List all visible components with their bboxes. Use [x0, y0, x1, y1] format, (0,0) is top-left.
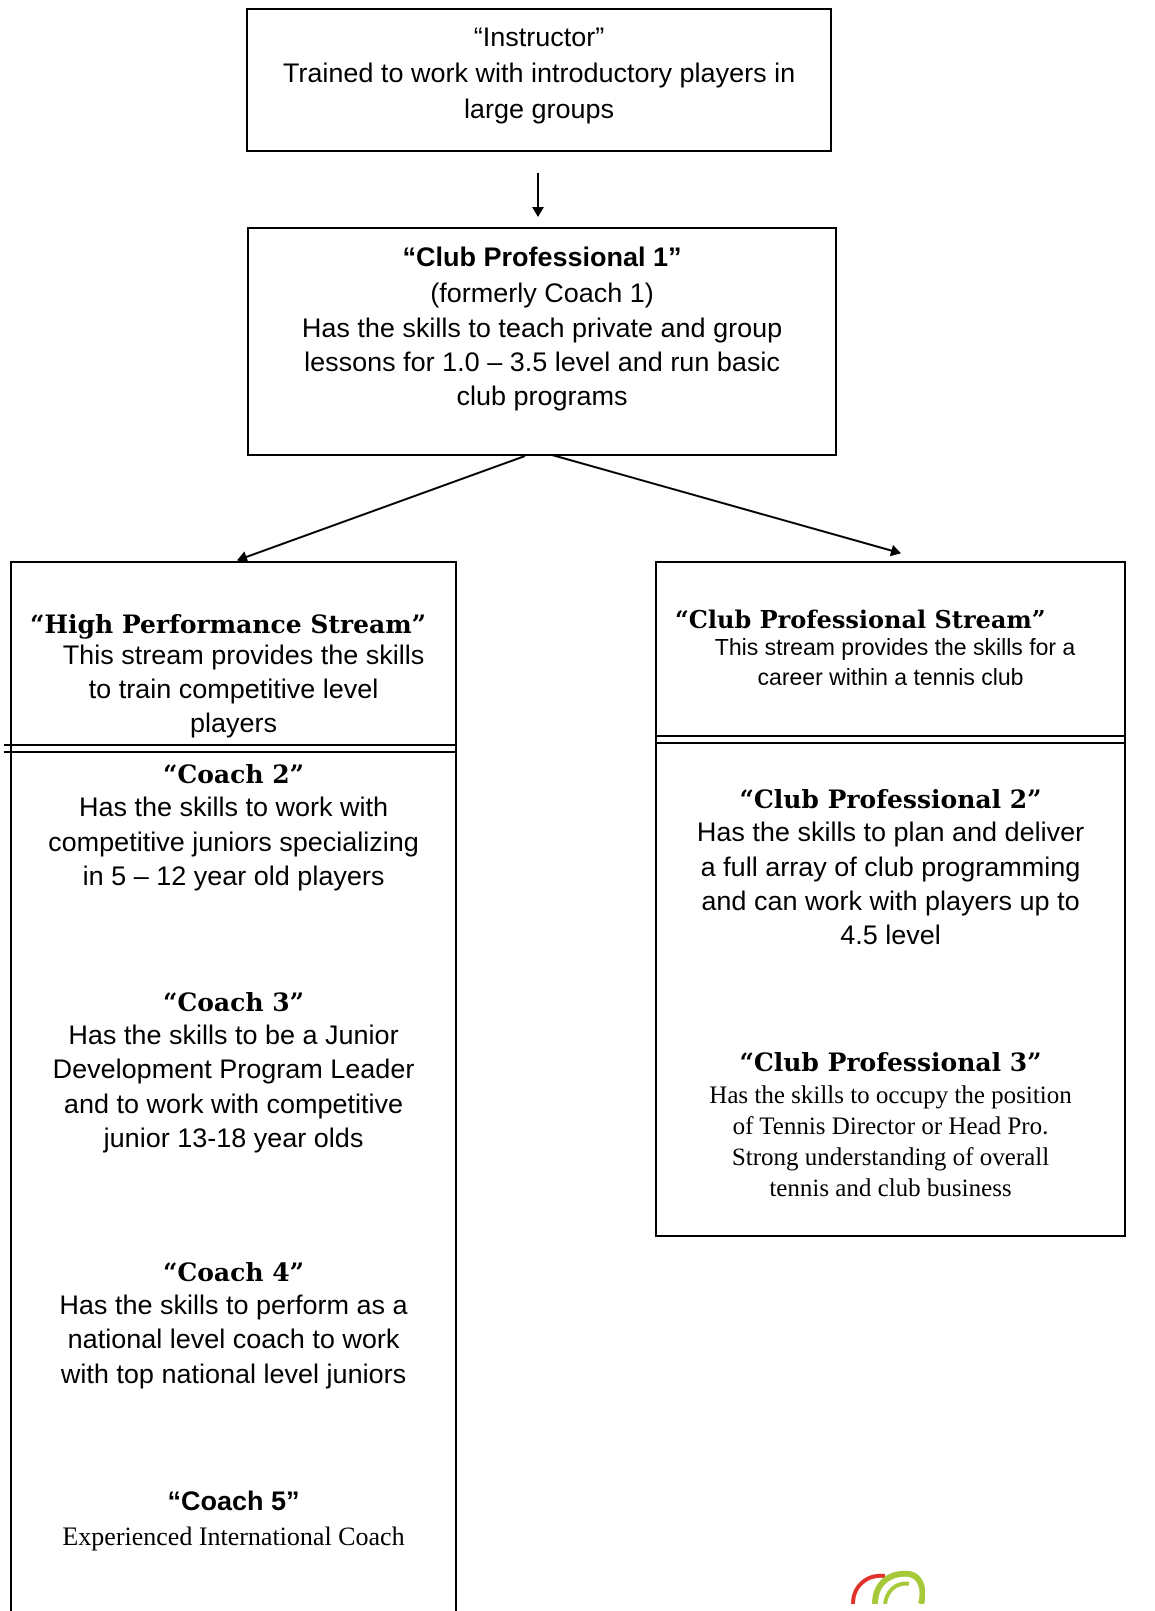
arrow-cp1-to-high-performance: [237, 455, 526, 563]
club-professional-1-subtitle: (formerly Coach 1): [430, 278, 654, 308]
club-professional-1-desc-line-1: Has the skills to teach private and grou…: [301, 313, 783, 343]
high-performance-desc-line-1: This stream provides the skills: [62, 640, 425, 670]
partial-logo-icon: [851, 1570, 925, 1604]
coach-3-desc-line-2: Development Program Leader: [52, 1054, 415, 1084]
club-professional-2-desc-line-2: a full array of club programming: [700, 852, 1081, 882]
coach-2-desc-line-2: competitive juniors specializing: [48, 827, 419, 857]
high-performance-title: “High Performance Stream”: [30, 610, 427, 639]
club-professional-3-desc-line-4: tennis and club business: [769, 1175, 1012, 1202]
club-professional-stream-box: [655, 561, 1126, 1237]
club-professional-3-desc-line-1: Has the skills to occupy the position: [709, 1082, 1072, 1109]
instructor-desc-line-1: Trained to work with introductory player…: [282, 58, 796, 88]
coach-3-desc-line-1: Has the skills to be a Junior: [68, 1020, 399, 1050]
coach-5-desc-line-1: Experienced International Coach: [62, 1522, 405, 1551]
club-professional-2-desc-line-1: Has the skills to plan and deliver: [696, 817, 1085, 847]
club-professional-stream-desc-line-1: This stream provides the skills for a: [714, 634, 1076, 660]
club-professional-stream-divider: [655, 735, 1126, 744]
coach-4-title: “Coach 4”: [162, 1258, 305, 1287]
club-professional-1-desc-line-3: club programs: [456, 381, 628, 411]
coach-2-desc-line-3: in 5 – 12 year old players: [82, 861, 385, 891]
club-professional-3-title: “Club Professional 3”: [739, 1048, 1042, 1077]
coach-2-title: “Coach 2”: [162, 760, 305, 789]
club-professional-stream-desc-line-2: career within a tennis club: [757, 664, 1024, 690]
high-performance-stream-box: [10, 561, 457, 1611]
club-professional-1-box: [247, 227, 837, 456]
arrow-cp1-to-club-stream: [544, 452, 901, 557]
coach-4-desc-line-2: national level coach to work: [67, 1324, 400, 1354]
coach-4-desc-line-3: with top national level juniors: [60, 1359, 407, 1389]
club-professional-3-desc-line-2: of Tennis Director or Head Pro.: [732, 1113, 1049, 1140]
club-professional-2-desc-line-4: 4.5 level: [840, 920, 941, 950]
instructor-desc-line-2: large groups: [463, 94, 615, 124]
high-performance-desc-line-2: to train competitive level: [88, 674, 379, 704]
high-performance-divider: [4, 744, 457, 753]
club-professional-1-title: “Club Professional 1”: [402, 242, 682, 272]
coach-5-title: “Coach 5”: [167, 1486, 300, 1516]
coach-3-desc-line-3: and to work with competitive: [63, 1089, 404, 1119]
coach-3-desc-line-4: junior 13-18 year olds: [103, 1123, 364, 1153]
coach-3-title: “Coach 3”: [162, 988, 305, 1017]
club-professional-3-desc-line-3: Strong understanding of overall: [731, 1144, 1050, 1171]
club-professional-2-title: “Club Professional 2”: [739, 785, 1042, 814]
instructor-title: “Instructor”: [473, 22, 605, 52]
club-professional-1-desc-line-2: lessons for 1.0 – 3.5 level and run basi…: [304, 347, 780, 377]
club-professional-2-desc-line-3: and can work with players up to: [701, 886, 1080, 916]
club-professional-stream-title: “Club Professional Stream”: [675, 605, 1046, 634]
coach-4-desc-line-1: Has the skills to perform as a: [59, 1290, 408, 1320]
coach-2-desc-line-1: Has the skills to work with: [78, 792, 389, 822]
instructor-box: [246, 8, 832, 152]
high-performance-desc-line-3: players: [189, 708, 278, 738]
